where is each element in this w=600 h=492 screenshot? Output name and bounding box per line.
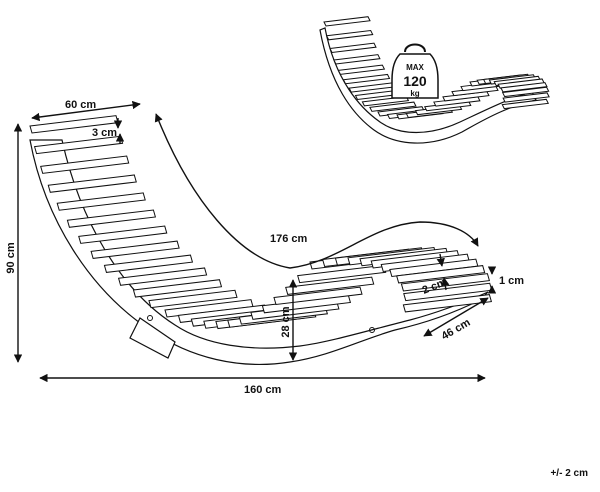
slat (47, 174, 137, 193)
tolerance-note: +/- 2 cm (550, 468, 588, 479)
seat-height-label: 28 cm (280, 306, 292, 337)
slat (342, 73, 391, 85)
slat (285, 276, 375, 295)
weight-value-label: 120 (403, 73, 427, 89)
slat (396, 265, 486, 284)
lounger-slats (29, 115, 493, 330)
slat (501, 86, 550, 98)
slat (40, 155, 130, 174)
slat (500, 82, 548, 93)
slat (117, 267, 208, 286)
slat (337, 64, 386, 75)
slat-thickness-label: 1 cm (499, 275, 524, 287)
slat (369, 101, 417, 112)
height-label: 90 cm (5, 242, 17, 273)
slat (329, 42, 377, 53)
curve-length-arrow (154, 113, 479, 269)
slat (56, 192, 146, 211)
weight-unit-label: kg (410, 89, 419, 98)
slat-width-arrow-bottom (441, 277, 450, 291)
slat (103, 254, 194, 273)
slat (501, 98, 550, 110)
small-lounger-slats (323, 16, 550, 120)
slat (348, 82, 396, 93)
slat (333, 54, 381, 65)
slat-width-arrow-top (436, 253, 445, 267)
weight-body-icon (391, 53, 439, 99)
slat (325, 29, 374, 41)
weight-badge: MAX 120 kg (391, 43, 439, 99)
slat (132, 279, 223, 298)
slat (148, 289, 238, 309)
weight-handle-icon (404, 43, 426, 53)
frame-bolt (369, 327, 375, 333)
slat-gap-label: 3 cm (92, 127, 117, 139)
frame-bolt (147, 315, 153, 321)
lounger-rear-foot (129, 317, 176, 359)
width-top-label: 60 cm (65, 99, 96, 111)
small-lounger-view (319, 16, 550, 144)
small-frame (319, 27, 537, 144)
curve-length-label: 176 cm (270, 233, 308, 245)
slat (502, 92, 550, 103)
foot-width-arrow (423, 297, 489, 337)
slat (297, 264, 387, 284)
weight-max-label: MAX (406, 63, 424, 72)
slat (323, 16, 371, 27)
total-length-label: 160 cm (244, 384, 282, 396)
foot-width-label: 46 cm (440, 317, 473, 343)
width-dimension-arrow (31, 100, 141, 122)
slat (33, 135, 124, 155)
slat (90, 240, 180, 259)
